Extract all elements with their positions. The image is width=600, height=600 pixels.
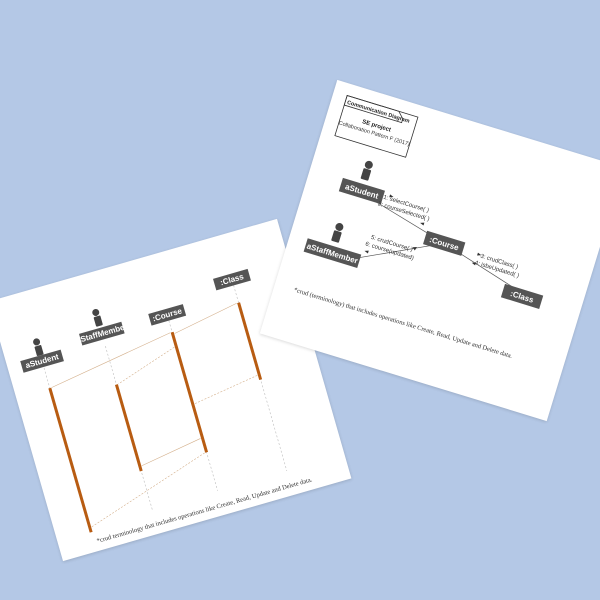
student-actor-icon bbox=[360, 160, 373, 181]
seq-msg-3 bbox=[174, 302, 237, 334]
frame-title: Communication Diagram bbox=[346, 100, 410, 125]
diagram-frame: Communication Diagram SE project Collabo… bbox=[334, 95, 419, 158]
arrow-m1 bbox=[389, 194, 394, 198]
arrow-m3 bbox=[477, 252, 482, 256]
lifeline-head-course: :Course bbox=[148, 304, 187, 326]
seq-msg-5 bbox=[141, 438, 201, 466]
activation-student bbox=[48, 387, 93, 533]
communication-diagram-sheet: Communication Diagram SE project Collabo… bbox=[259, 79, 600, 422]
node-class: :Class bbox=[500, 283, 544, 309]
communication-diagram: Communication Diagram SE project Collabo… bbox=[293, 95, 544, 361]
activation-class bbox=[237, 302, 263, 381]
lifeline-head-class: :Class bbox=[213, 268, 251, 291]
arrow-m5 bbox=[412, 247, 417, 251]
arrow-m2 bbox=[420, 222, 425, 226]
arrow-m4 bbox=[471, 262, 476, 266]
sequence-messages bbox=[51, 302, 258, 528]
link-staff-course bbox=[344, 242, 445, 261]
communication-footnote: *crud (terminology) that includes operat… bbox=[293, 287, 514, 361]
sequence-footnote: *crud terminology that includes operatio… bbox=[96, 476, 313, 545]
message-arrows bbox=[364, 194, 482, 266]
seq-msg-6 bbox=[91, 452, 205, 528]
seq-msg-1 bbox=[51, 332, 171, 388]
node-staff: aStaffMember bbox=[303, 238, 362, 268]
node-course: :Course bbox=[423, 230, 466, 256]
seq-msg-2 bbox=[118, 346, 175, 385]
staff-actor-icon bbox=[92, 308, 103, 327]
staff-actor-icon bbox=[331, 222, 344, 243]
arrow-m6 bbox=[364, 250, 369, 254]
activation-staff bbox=[114, 384, 143, 472]
student-actor-icon bbox=[33, 338, 44, 357]
activation-course bbox=[170, 331, 209, 453]
seq-msg-4 bbox=[194, 375, 258, 404]
